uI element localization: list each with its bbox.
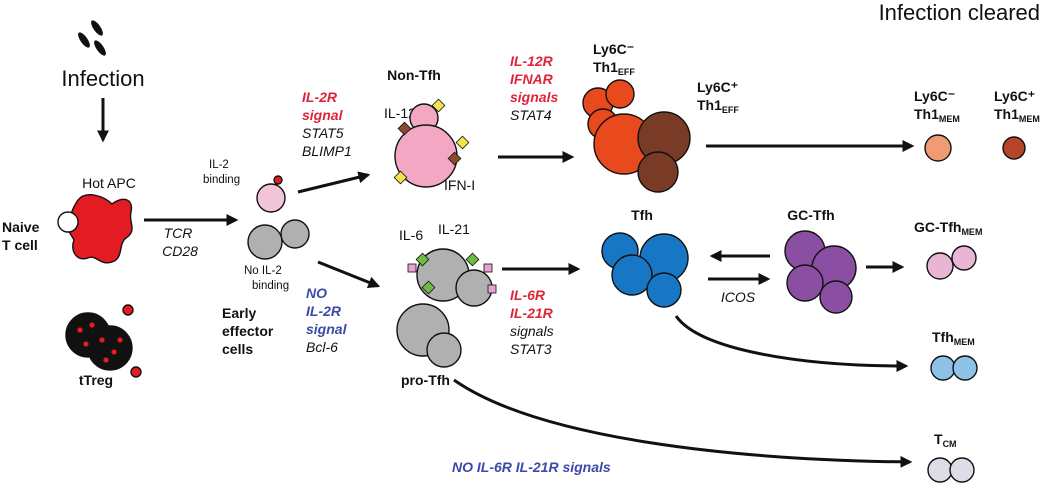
- tfh-mem-cell-2: [952, 355, 978, 381]
- il12-label: IL-12: [384, 105, 416, 121]
- early-effector-label-line2: effector: [222, 323, 274, 339]
- ly6c-neg-mem-label-line2: Th1MEM: [914, 106, 960, 124]
- early-effector-label-line1: Early: [222, 305, 256, 321]
- il6r-label: IL-6R: [510, 287, 546, 303]
- unbound-cell-1: [247, 224, 283, 260]
- gc-tfh-cells: [784, 230, 857, 314]
- naive-t-cell-label-line1: Naive: [2, 219, 40, 235]
- tfh-cells: [601, 232, 689, 308]
- pathogen-icon: [78, 20, 106, 56]
- il6r-signals-label: signals: [510, 323, 554, 339]
- ly6c-pos-mem-label-line1: Ly6C⁺: [994, 88, 1035, 104]
- ly6c-neg-eff-label-line2: Th1EFF: [593, 59, 635, 77]
- th1-eff-cells: [582, 79, 691, 193]
- ifn1-label: IFN-I: [444, 177, 475, 193]
- naive-t-cell-circle: [57, 211, 79, 233]
- ifnar-label: IFNAR: [510, 71, 554, 87]
- il2-bound-cell: [256, 183, 286, 213]
- naive-t-cell-label-line2: T cell: [2, 237, 38, 253]
- tfh-label: Tfh: [631, 207, 653, 223]
- il2-binding-label-line2: binding: [203, 174, 240, 186]
- tfh-mem-cell-1: [930, 355, 956, 381]
- tcm-label: TCM: [934, 431, 957, 449]
- ttreg-label: tTreg: [79, 372, 113, 388]
- early-effector-label-line3: cells: [222, 341, 253, 357]
- stat4-label: STAT4: [510, 107, 552, 123]
- tfh-mem-label: TfhMEM: [932, 329, 975, 347]
- infection-label: Infection: [61, 66, 144, 91]
- il6-label: IL-6: [399, 227, 423, 243]
- il12r-label: IL-12R: [510, 53, 554, 69]
- hot-apc-shape: [65, 194, 133, 264]
- pro-tfh-cells: [396, 248, 497, 368]
- il2-cytokine-dot: [273, 175, 283, 185]
- il2r-label: IL-2R: [302, 89, 338, 105]
- no-il2r-signal-label: signal: [306, 321, 348, 337]
- cd28-label: CD28: [162, 243, 198, 259]
- gc-tfh-mem-cell-1: [926, 252, 954, 280]
- ly6c-pos-eff-label-line2: Th1EFF: [697, 97, 739, 115]
- no-label: NO: [306, 285, 327, 301]
- gc-tfh-label: GC-Tfh: [787, 207, 834, 223]
- infection-cleared-label: Infection cleared: [879, 0, 1040, 25]
- tcr-label: TCR: [164, 225, 193, 241]
- gc-tfh-mem-label: GC-TfhMEM: [914, 219, 982, 237]
- no-il2-binding-label-line1: No IL-2: [244, 265, 282, 277]
- stat5-label: STAT5: [302, 125, 344, 141]
- unbound-cell-2: [280, 219, 310, 249]
- gc-tfh-mem-cell-2: [951, 245, 977, 271]
- ly6c-pos-mem-cell: [1002, 136, 1026, 160]
- tcm-cell-1: [927, 457, 953, 483]
- pro-tfh-label: pro-Tfh: [401, 372, 450, 388]
- non-tfh-cells: [393, 98, 470, 188]
- ly6c-neg-mem-label-line1: Ly6C⁻: [914, 88, 955, 104]
- no-il2r-label: IL-2R: [306, 303, 342, 319]
- il21r-label: IL-21R: [510, 305, 554, 321]
- arrow-to-pro-tfh: [317, 260, 381, 289]
- tcm-cell-2: [949, 457, 975, 483]
- no-il6r-il21r-label: NO IL-6R IL-21R signals: [452, 459, 611, 475]
- non-tfh-label: Non-Tfh: [387, 67, 441, 83]
- stat3-label: STAT3: [510, 341, 552, 357]
- il2-binding-label-line1: IL-2: [209, 159, 229, 171]
- hot-apc-label: Hot APC: [82, 175, 136, 191]
- icos-label: ICOS: [721, 289, 756, 305]
- blimp1-label: BLIMP1: [302, 143, 352, 159]
- ly6c-neg-mem-cell: [924, 134, 952, 162]
- il2r-signal-label: signal: [302, 107, 344, 123]
- arrow-to-tfh-mem: [674, 315, 909, 372]
- il12r-signals-label: signals: [510, 89, 558, 105]
- ly6c-pos-eff-label-line1: Ly6C⁺: [697, 79, 738, 95]
- bcl6-label: Bcl-6: [306, 339, 338, 355]
- no-il2-binding-label-line2: binding: [252, 280, 289, 292]
- il21-label: IL-21: [438, 221, 470, 237]
- arrow-to-tcm: [453, 378, 913, 468]
- ly6c-neg-eff-label-line1: Ly6C⁻: [593, 41, 634, 57]
- ttreg-cells: [65, 304, 142, 378]
- ly6c-pos-mem-label-line2: Th1MEM: [994, 106, 1040, 124]
- arrow-to-non-tfh: [297, 171, 371, 194]
